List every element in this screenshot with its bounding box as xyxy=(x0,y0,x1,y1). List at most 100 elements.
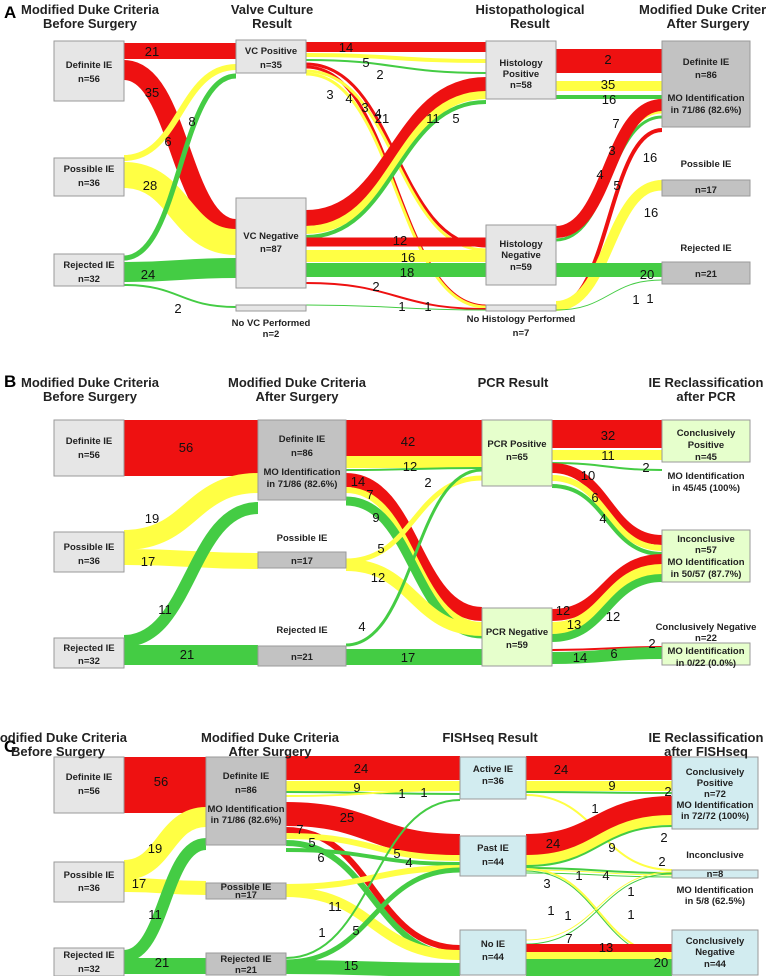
panel-letter-a: A xyxy=(4,3,16,22)
node-label-concl-neg: n=44 xyxy=(704,959,727,970)
node-label-def-before: Definite IE xyxy=(66,436,112,447)
flow-value-label: 5 xyxy=(377,541,384,556)
node-label-pcr-pos: PCR Positive xyxy=(487,439,546,450)
node-label-def-before: n=56 xyxy=(78,786,100,797)
node-label-pos-before: Possible IE xyxy=(64,542,115,553)
flow-value-label: 24 xyxy=(546,836,560,851)
node-inconclusive xyxy=(661,529,751,583)
flow-value-label: 7 xyxy=(296,822,303,837)
node-label-inconcl: MO Identification xyxy=(667,557,744,568)
node-label-concl-pos: Positive xyxy=(688,440,724,451)
flow-possible xyxy=(123,549,259,569)
node-label-rej-after: n=21 xyxy=(695,269,718,280)
node-vc-negative xyxy=(235,197,307,289)
node-label-past: Past IE xyxy=(477,843,509,854)
flow-rejected xyxy=(305,100,487,239)
node-label-concl-neg: MO Identification xyxy=(667,646,744,657)
flow-possible xyxy=(525,815,673,865)
node-label-def-before: n=56 xyxy=(78,450,100,461)
node-label-def-after: Definite IE xyxy=(279,434,325,445)
node-label-rej-before: n=32 xyxy=(78,656,100,667)
node-label-concl-neg: Negative xyxy=(695,947,735,958)
flow-rejected xyxy=(305,304,487,311)
node-no-ie xyxy=(459,929,527,976)
node-label-rej-before: Rejected IE xyxy=(63,950,114,961)
flow-value-label: 20 xyxy=(654,955,668,970)
flow-possible xyxy=(345,475,483,564)
node-definite-after xyxy=(205,756,287,846)
node-label-past: n=44 xyxy=(482,857,505,868)
node-definite-before xyxy=(53,419,125,477)
flow-value-label: 2 xyxy=(604,52,611,67)
node-label-pos-after: n=17 xyxy=(235,890,257,901)
flow-rejected xyxy=(551,484,663,556)
flow-possible xyxy=(551,564,663,634)
node-label-inconcl: Inconclusive xyxy=(686,850,744,861)
flow-possible xyxy=(305,72,487,309)
node-label-pos-before: n=36 xyxy=(78,178,100,189)
column-header: IE Reclassification xyxy=(649,375,764,390)
node-label-inconcl: in 5/8 (62.5%) xyxy=(685,896,745,907)
flow-value-label: 5 xyxy=(362,55,369,70)
flow-definite xyxy=(555,99,663,238)
flow-value-label: 21 xyxy=(155,955,169,970)
panel-letter-b: B xyxy=(4,372,16,391)
flow-value-label: 3 xyxy=(543,876,550,891)
node-rejected-after xyxy=(257,645,347,667)
flow-value-label: 6 xyxy=(317,850,324,865)
flow-value-label: 14 xyxy=(351,474,365,489)
node-histology-none xyxy=(485,304,557,312)
node-label-def-after: MO Identification xyxy=(263,467,340,478)
flow-possible xyxy=(285,887,461,960)
flow-value-label: 17 xyxy=(141,554,155,569)
flow-value-label: 1 xyxy=(646,291,653,306)
node-label-def-after: Definite IE xyxy=(223,771,269,782)
flow-rejected xyxy=(305,59,487,74)
node-label-rej-after: Rejected IE xyxy=(220,954,271,965)
flow-value-label: 16 xyxy=(602,92,616,107)
node-label-rej-before: Rejected IE xyxy=(63,643,114,654)
flow-possible xyxy=(123,162,237,255)
flow-rejected xyxy=(285,848,461,866)
node-possible-after xyxy=(205,882,287,900)
flow-value-label: 25 xyxy=(340,810,354,825)
flow-value-label: 6 xyxy=(164,134,171,149)
flow-value-label: 21 xyxy=(145,44,159,59)
node-label-rej-before: n=32 xyxy=(78,274,100,285)
node-label-concl-pos: Positive xyxy=(697,778,733,789)
node-label-pos-after: Possible IE xyxy=(221,882,272,893)
node-definite-before xyxy=(53,756,125,814)
node-label-pos-before: Possible IE xyxy=(64,870,115,881)
column-header: IE Reclassification xyxy=(649,730,764,745)
flow-rejected xyxy=(285,867,461,965)
flow-value-label: 13 xyxy=(599,940,613,955)
flow-value-label: 5 xyxy=(393,846,400,861)
node-label-concl-pos: in 45/45 (100%) xyxy=(672,483,740,494)
flow-value-label: 56 xyxy=(179,440,193,455)
flow-rejected xyxy=(525,825,673,867)
flow-value-label: 11 xyxy=(328,899,342,914)
node-label-def-after: n=86 xyxy=(235,785,257,796)
flow-value-label: 2 xyxy=(424,475,431,490)
flow-value-label: 2 xyxy=(660,830,667,845)
flow-value-label: 17 xyxy=(401,650,415,665)
node-past-ie xyxy=(459,835,527,877)
flow-value-label: 18 xyxy=(400,265,414,280)
node-label-concl-pos: n=72 xyxy=(704,789,726,800)
node-label-active: Active IE xyxy=(473,764,513,775)
flow-value-label: 3 xyxy=(608,143,615,158)
flow-value-label: 12 xyxy=(403,459,417,474)
flow-value-label: 1 xyxy=(420,785,427,800)
node-label-vc-pos: VC Positive xyxy=(245,46,297,57)
flow-value-label: 14 xyxy=(339,40,353,55)
flow-value-label: 24 xyxy=(354,761,368,776)
flow-rejected xyxy=(551,647,663,664)
column-header: after PCR xyxy=(676,389,736,404)
flow-value-label: 5 xyxy=(352,923,359,938)
flow-value-label: 24 xyxy=(141,267,155,282)
flow-layer xyxy=(122,41,673,976)
column-header: After Surgery xyxy=(228,744,312,759)
column-header: Modified Duke Criteria xyxy=(639,2,766,17)
flow-possible xyxy=(525,871,673,941)
flow-value-label: 14 xyxy=(573,650,587,665)
